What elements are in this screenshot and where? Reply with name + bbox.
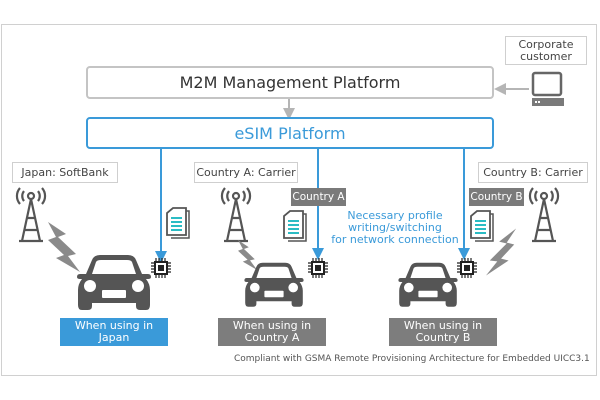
usage-label-country-a: When using in Country A <box>218 318 326 346</box>
carrier-country-a-text: Country A: Carrier <box>196 165 296 179</box>
esim-chip-icon-japan <box>151 258 171 278</box>
corporate-customer-label: Corporate customer <box>505 36 587 65</box>
esim-chip-icon-country-a <box>308 258 328 278</box>
car-icon-country-a <box>244 262 304 307</box>
profile-document-icon-country-b <box>470 210 494 242</box>
cell-tower-icon-country-b <box>528 187 560 243</box>
usage-japan-line2: Japan <box>98 331 130 344</box>
car-icon-country-b <box>398 262 458 307</box>
carrier-country-b-text: Country B: Carrier <box>483 165 583 179</box>
esim-platform-label: eSIM Platform <box>234 123 346 143</box>
computer-icon <box>531 71 564 106</box>
profile-tag-country-b: Country B <box>469 188 524 206</box>
carrier-label-japan: Japan: SoftBank <box>12 162 118 183</box>
car-icon-japan <box>77 255 151 310</box>
diagram-frame <box>1 24 597 376</box>
carrier-label-country-b: Country B: Carrier <box>478 162 588 183</box>
profile-document-icon-country-a <box>283 210 307 242</box>
profile-document-icon-japan <box>166 207 190 239</box>
usage-country-a-line1: When using in <box>232 319 312 332</box>
usage-country-b-line1: When using in <box>403 319 483 332</box>
compliance-footnote: Compliant with GSMA Remote Provisioning … <box>234 354 590 364</box>
carrier-label-country-a: Country A: Carrier <box>194 162 298 183</box>
m2m-platform-label: M2M Management Platform <box>179 73 401 92</box>
lightning-signal-icon-japan <box>48 222 80 272</box>
note-line2: writing/switching <box>348 221 442 234</box>
carrier-japan-text: Japan: SoftBank <box>21 165 109 179</box>
note-line1: Necessary profile <box>347 209 443 222</box>
cell-tower-icon-japan <box>15 187 47 243</box>
m2m-management-platform: M2M Management Platform <box>86 66 494 99</box>
usage-label-country-b: When using in Country B <box>389 318 497 346</box>
profile-tag-country-b-text: Country B <box>470 191 523 203</box>
usage-label-japan: When using in Japan <box>60 318 168 346</box>
usage-country-a-line2: Country A <box>244 331 300 344</box>
usage-japan-line1: When using in <box>74 319 154 332</box>
esim-platform: eSIM Platform <box>86 117 494 149</box>
corporate-customer-line1: Corporate <box>518 37 574 51</box>
profile-switching-note: Necessary profile writing/switching for … <box>330 210 460 246</box>
profile-tag-country-a-text: Country A <box>292 191 345 203</box>
usage-country-b-line2: Country B <box>415 331 471 344</box>
profile-tag-country-a: Country A <box>291 188 346 206</box>
lightning-signal-icon-country-b <box>486 228 517 276</box>
corporate-customer-line2: customer <box>520 49 572 63</box>
esim-chip-icon-country-b <box>457 258 477 278</box>
note-line3: for network connection <box>331 233 459 246</box>
lightning-signal-icon-country-a <box>238 240 258 270</box>
cell-tower-icon-country-a <box>220 187 252 243</box>
